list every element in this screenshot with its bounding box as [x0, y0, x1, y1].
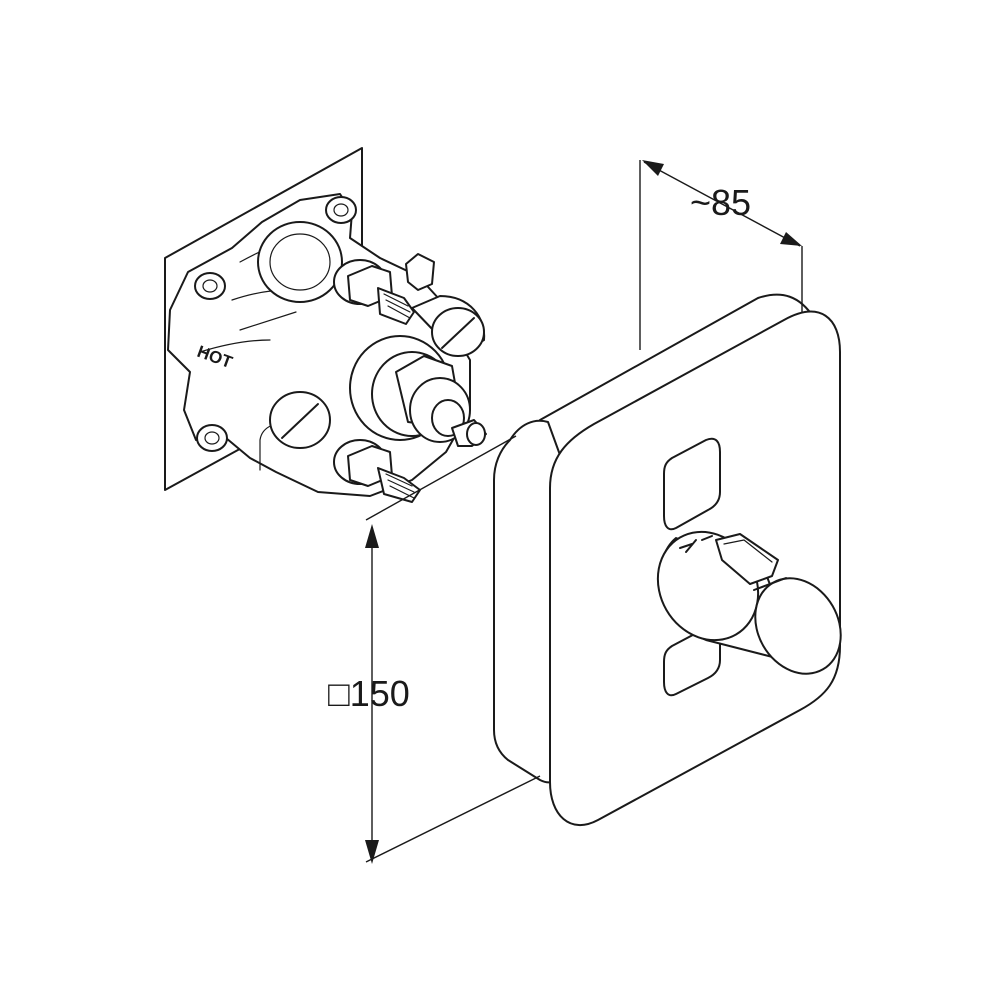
mounting-lug-top	[325, 196, 357, 224]
size-label: □150	[328, 673, 410, 714]
check-valve-lower	[333, 439, 421, 503]
mounting-lug-bottom	[196, 424, 228, 452]
depth-label: ~85	[690, 182, 751, 223]
dimension-depth: ~85	[639, 160, 803, 350]
check-valve-upper	[333, 253, 435, 325]
trim-recess-upper	[663, 437, 721, 531]
mounting-lug-left	[194, 272, 226, 300]
dimension-size: □150	[328, 435, 541, 864]
thermostat-handle	[656, 530, 842, 675]
trim-plate-edge	[493, 419, 561, 784]
upper-port	[257, 221, 343, 303]
stop-cap-lower	[269, 391, 331, 449]
handle-lever	[715, 533, 779, 585]
trim-plate	[493, 293, 842, 826]
stop-cap-upper	[411, 295, 486, 357]
central-cartridge	[349, 335, 487, 447]
rough-in-valve-body: HOT	[164, 147, 487, 503]
